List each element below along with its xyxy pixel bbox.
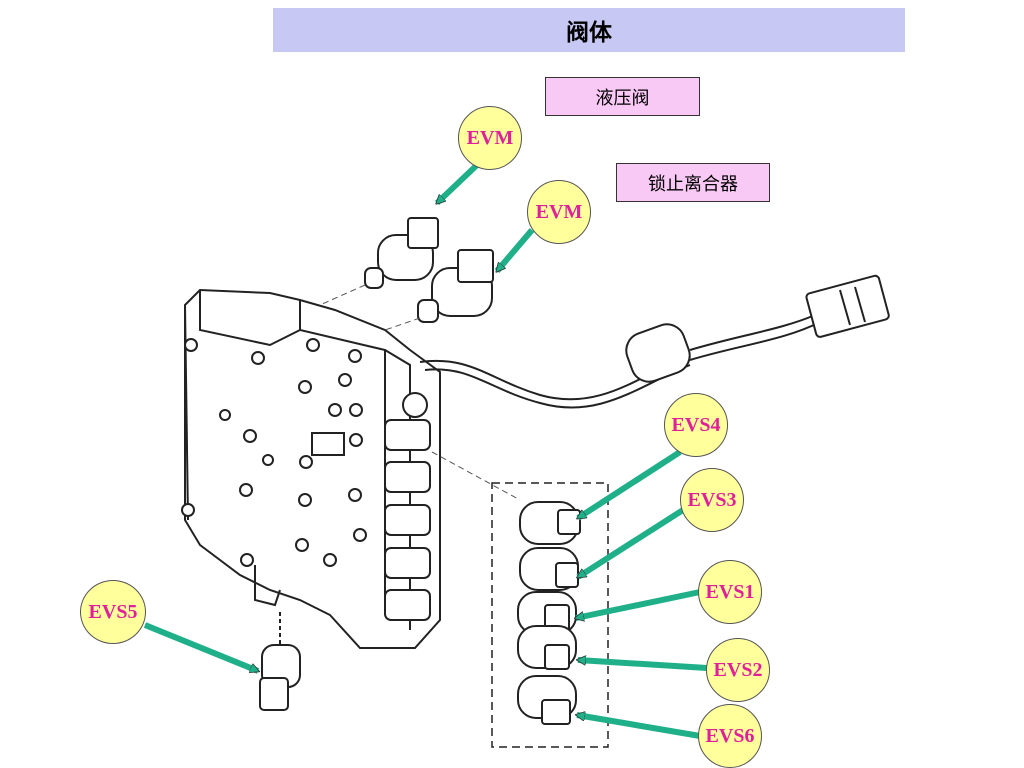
hydraulic-valve-tag: 液压阀 [545, 77, 700, 116]
evm-solenoid-lower [417, 249, 494, 323]
lockup-clutch-tag: 锁止离合器 [616, 163, 770, 202]
bolt-heads [181, 338, 367, 567]
evs4-label: EVS4 [664, 393, 728, 457]
evs2-label: EVS2 [706, 638, 770, 702]
evm-upper-label: EVM [458, 106, 522, 170]
pointer-arrows [143, 162, 708, 739]
evs6-label: EVS6 [698, 704, 762, 768]
evm-solenoid-upper [364, 217, 439, 289]
evs-solenoid-group-box [491, 482, 609, 748]
wire-harness [419, 274, 890, 409]
evs5-solenoid [259, 612, 301, 711]
evs3-label: EVS3 [680, 468, 744, 532]
dashed-guides [319, 284, 521, 501]
evs1-label: EVS1 [698, 560, 762, 624]
evs-solenoids [517, 501, 581, 725]
side-valve-stack [384, 392, 431, 621]
evs5-label: EVS5 [80, 580, 146, 644]
title-bar: 阀体 [273, 8, 905, 52]
page-title: 阀体 [566, 20, 612, 46]
evm-lower-label: EVM [527, 180, 591, 244]
